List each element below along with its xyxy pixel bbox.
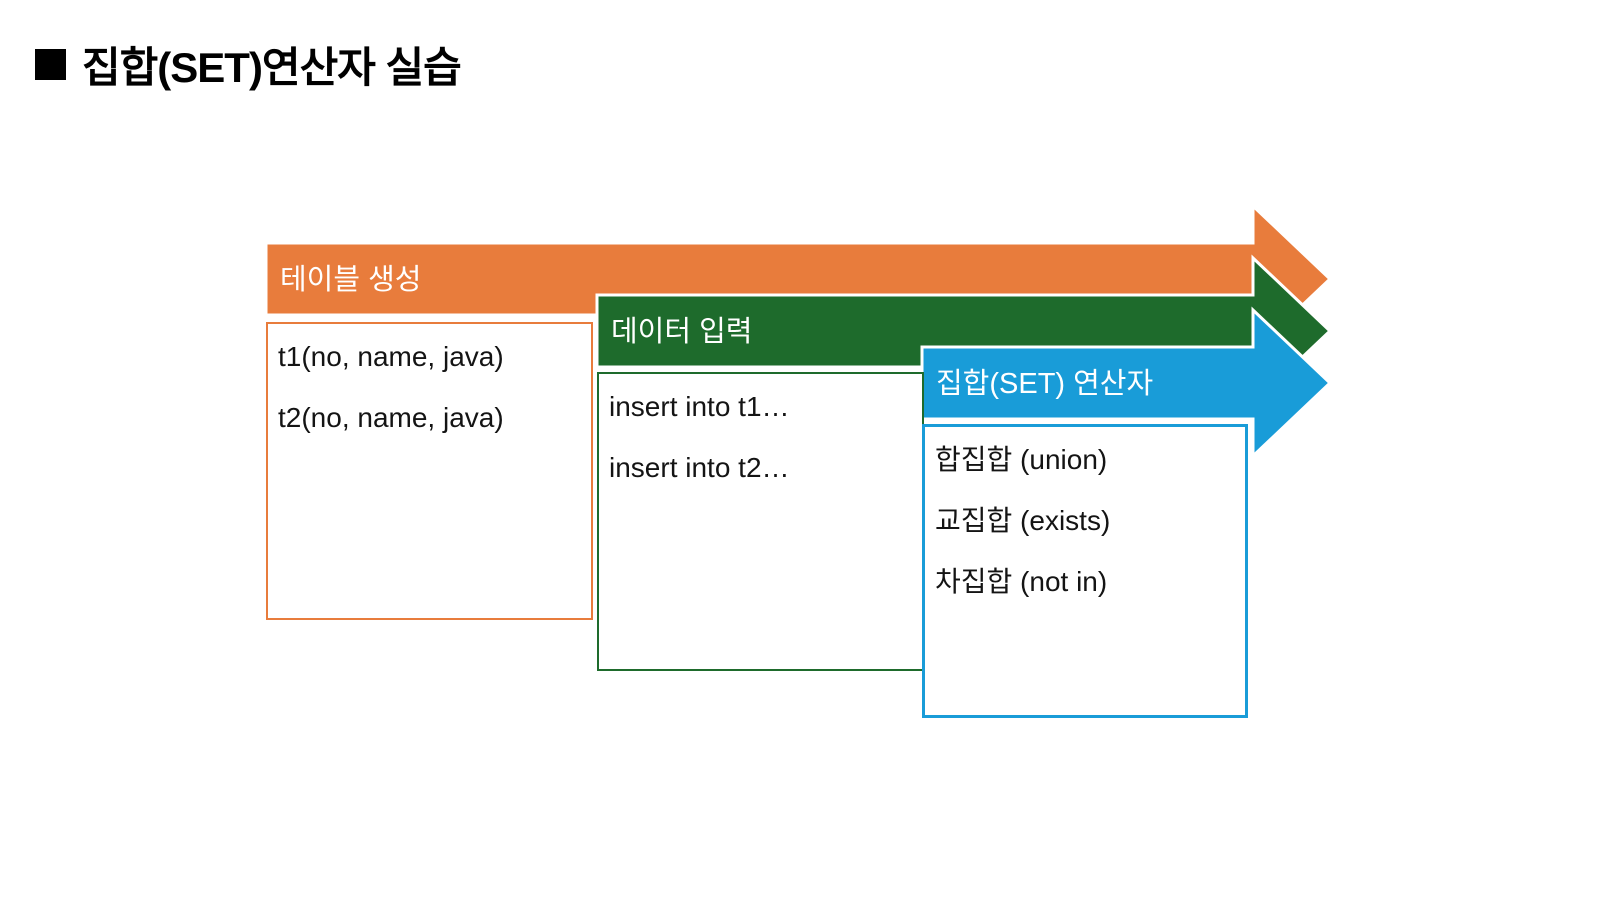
page-title: 집합(SET)연산자 실습 (35, 34, 462, 95)
list-item: 차집합 (not in) (935, 566, 1108, 597)
banner-label-create-table: 테이블 생성 (280, 264, 422, 296)
title-bullet-icon (35, 49, 66, 80)
list-item: insert into t1… (609, 391, 790, 422)
list-item: t2(no, name, java) (278, 402, 504, 433)
step-box-create-table: t1(no, name, java) t2(no, name, java) (266, 322, 593, 620)
list-item: 교집합 (exists) (935, 505, 1111, 536)
list-item: t1(no, name, java) (278, 341, 504, 372)
step-box-set-operators: 합집합 (union) 교집합 (exists) 차집합 (not in) (922, 424, 1248, 718)
step-box-insert-data: insert into t1… insert into t2… (597, 372, 924, 671)
banner-label-insert-data: 데이터 입력 (611, 316, 753, 348)
banner-label-set-operators: 집합(SET) 연산자 (936, 368, 1154, 400)
list-item: insert into t2… (609, 452, 790, 483)
page-title-text: 집합(SET)연산자 실습 (82, 44, 462, 91)
arrow-banner-set-operators (920, 306, 1333, 460)
list-item: 합집합 (union) (935, 444, 1108, 475)
